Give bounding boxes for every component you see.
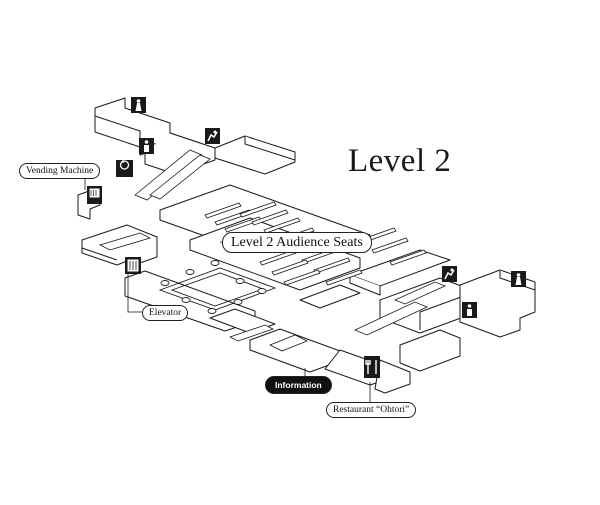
elevator-label: Elevator xyxy=(142,305,189,321)
restroom-icon xyxy=(131,97,146,113)
wheelchair-restroom-icon xyxy=(116,160,133,177)
inner-ring xyxy=(158,260,277,314)
restaurant-icon xyxy=(364,356,380,378)
information-label: Information xyxy=(265,376,332,394)
elevator-icon xyxy=(125,257,141,274)
map-title: Level 2 xyxy=(348,143,452,179)
restaurant-label: Restaurant “Ohtori” xyxy=(326,402,417,418)
emergency-exit-icon xyxy=(205,128,220,144)
restroom-icon xyxy=(462,302,477,318)
emergency-exit-icon xyxy=(442,266,457,282)
audience-seats-label: Level 2 Audience Seats xyxy=(222,232,372,253)
vending-machine-icon xyxy=(87,186,102,204)
stairs xyxy=(98,149,447,352)
restroom-icon xyxy=(511,271,526,287)
vending-machine-label: Vending Machine xyxy=(19,163,101,179)
restroom-icon xyxy=(139,138,154,154)
